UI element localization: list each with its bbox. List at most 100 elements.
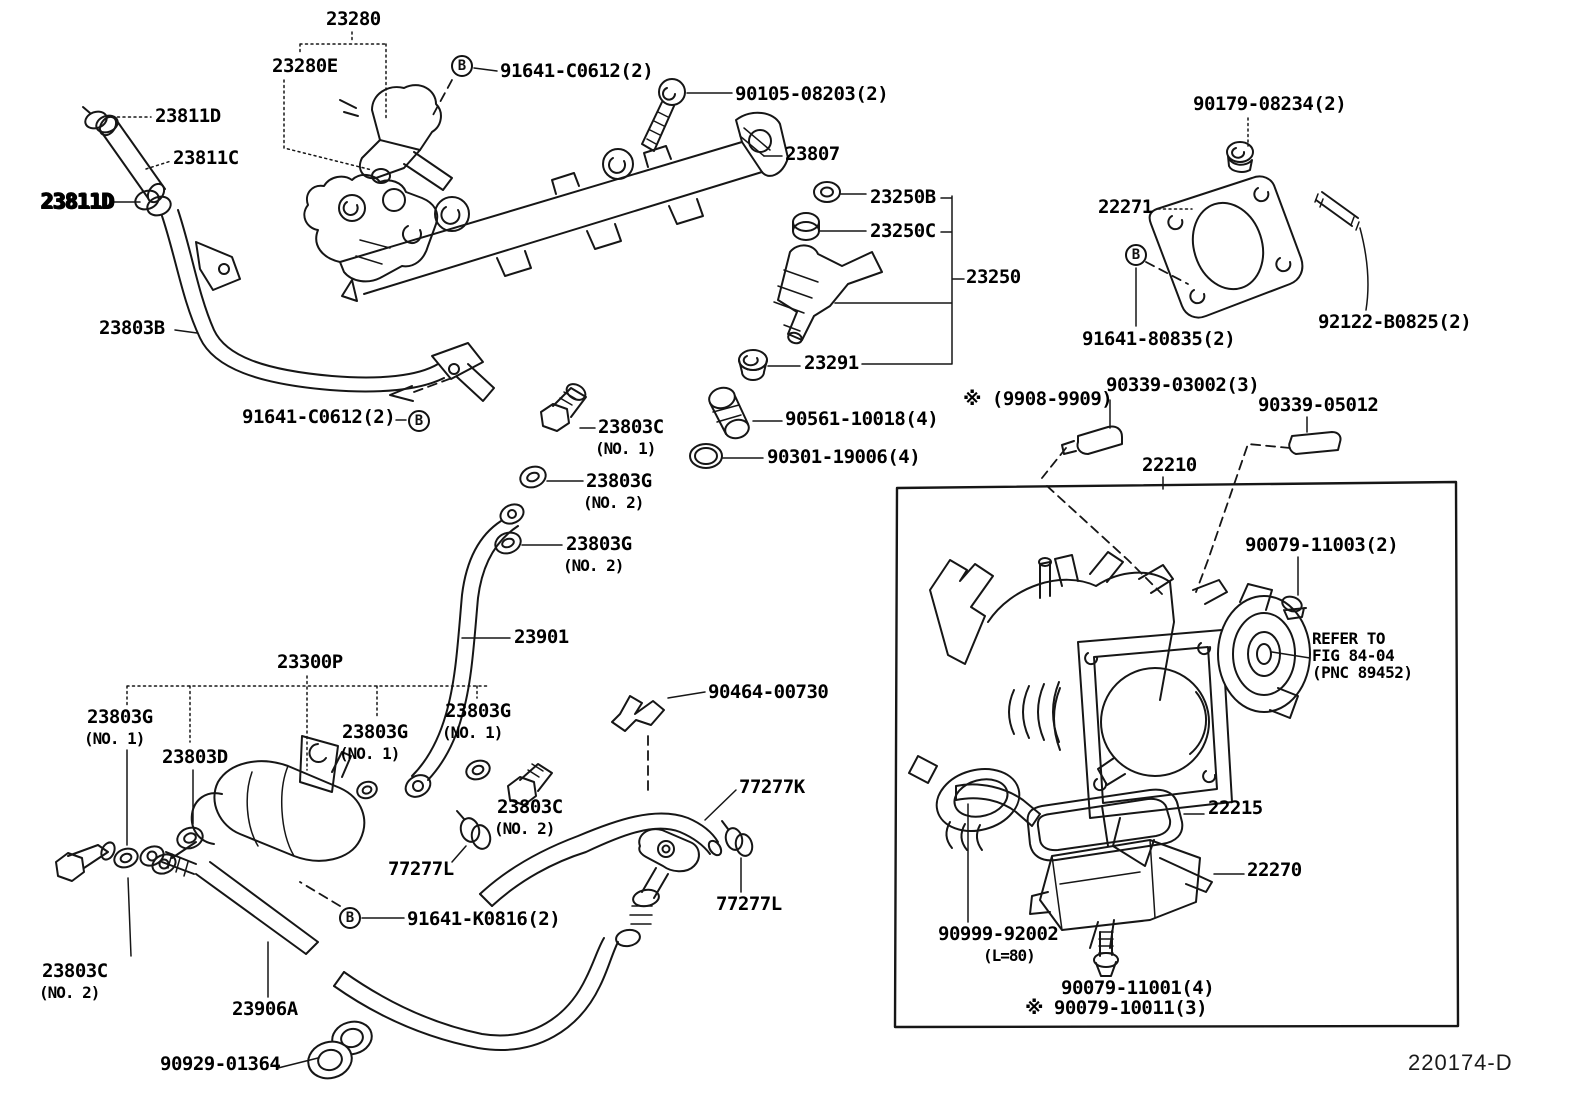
part-number: 90179-08234(2) xyxy=(1193,93,1347,115)
pipe-23803B-drawing xyxy=(161,209,495,402)
part-label-23811D[interactable]: 23811D xyxy=(155,107,221,126)
part-label-23807[interactable]: 23807 xyxy=(785,145,840,164)
part-number: 91641-80835(2) xyxy=(1082,328,1236,350)
part-number: 90561-10018(4) xyxy=(785,408,939,430)
refer-to-note-line: (PNC 89452) xyxy=(1312,663,1413,682)
part-number: 23803G xyxy=(586,470,652,492)
part-label-23803C[interactable]: 23803C(NO. 2) xyxy=(39,960,108,1002)
part-number: 92122-B0825(2) xyxy=(1318,311,1472,333)
part-label-90464-00730[interactable]: 90464-00730 xyxy=(708,683,829,702)
refer-to-note-line: FIG 84-04 xyxy=(1312,646,1395,665)
part-number: 23803B xyxy=(99,317,165,339)
part-number: 23803G xyxy=(87,706,153,728)
part-label-23906A[interactable]: 23906A xyxy=(232,1000,298,1019)
part-label-90999-92002[interactable]: 90999-92002(L=80) xyxy=(938,923,1059,964)
part-label-23280E[interactable]: 23280E xyxy=(272,57,338,76)
part-label-22270[interactable]: 22270 xyxy=(1247,861,1302,880)
part-label-23250C[interactable]: 23250C xyxy=(870,222,936,241)
part-number: 23803C xyxy=(497,796,563,818)
part-label-23901[interactable]: 23901 xyxy=(514,628,569,647)
refer-to-note-line: REFER TO xyxy=(1312,629,1386,648)
part-label-23291[interactable]: 23291 xyxy=(804,354,859,373)
part-number-qualifier: (NO. 2) xyxy=(583,493,644,512)
part-label-23803G[interactable]: 23803G(NO. 2) xyxy=(563,533,632,575)
part-number-qualifier: (NO. 2) xyxy=(494,819,555,838)
part-label-90079-11003-2[interactable]: 90079-11003(2) xyxy=(1245,536,1399,555)
part-label-90561-10018-4[interactable]: 90561-10018(4) xyxy=(785,408,939,430)
part-number: 77277L xyxy=(716,893,782,915)
part-number: 22271 xyxy=(1098,196,1153,218)
part-label-90929-01364[interactable]: 90929-01364 xyxy=(160,1055,281,1074)
part-label-23803C[interactable]: 23803C(NO. 1) xyxy=(595,418,664,457)
part-number-qualifier: (NO. 1) xyxy=(84,729,145,748)
part-label-23811C[interactable]: 23811C xyxy=(173,149,239,168)
part-label-90105-08203-2[interactable]: 90105-08203(2) xyxy=(735,83,889,105)
b1-leaders xyxy=(432,67,498,116)
part-number: 90301-19006(4) xyxy=(767,446,921,468)
part-number: 77277K xyxy=(739,776,805,798)
part-label-90079-10011-3[interactable]: ※ 90079-10011(3) xyxy=(1025,999,1208,1018)
part-number: 90105-08203(2) xyxy=(735,83,889,105)
part-label-22215[interactable]: 22215 xyxy=(1208,799,1263,818)
part-number: 22270 xyxy=(1247,859,1302,881)
part-label-90179-08234-2[interactable]: 90179-08234(2) xyxy=(1193,93,1347,115)
part-label-77277K[interactable]: 77277K xyxy=(739,778,805,797)
part-number: 23300P xyxy=(277,651,343,673)
part-number: 22215 xyxy=(1208,797,1263,819)
part-number-qualifier: (NO. 2) xyxy=(39,983,100,1002)
bracket-23300P-leaders xyxy=(126,675,491,846)
part-number: 91641-C0612(2) xyxy=(242,406,396,428)
part-label-23250B[interactable]: 23250B xyxy=(870,188,936,207)
part-label-23811D[interactable]: 23811D xyxy=(40,191,113,212)
tube-23906A-drawing xyxy=(55,841,405,1080)
part-number: 23280E xyxy=(272,55,338,77)
part-label-23803D[interactable]: 23803D xyxy=(162,748,228,767)
part-label-22210[interactable]: 22210 xyxy=(1142,456,1197,475)
part-number-qualifier: (NO. 2) xyxy=(563,556,624,575)
part-label-23280[interactable]: 23280 xyxy=(326,10,381,29)
part-label-23803G[interactable]: 23803G(NO. 1) xyxy=(442,700,511,741)
throttle-body-box xyxy=(893,476,1460,1029)
part-label-23803C[interactable]: 23803C(NO. 2) xyxy=(494,796,563,838)
part-label-90079-11001-4[interactable]: 90079-11001(4) xyxy=(1061,979,1215,998)
bolt-90105-drawing xyxy=(641,78,733,152)
part-label-23803B[interactable]: 23803B xyxy=(99,319,165,338)
part-label-77277L[interactable]: 77277L xyxy=(388,860,454,879)
part-number: 90999-92002 xyxy=(938,923,1059,945)
part-label-77277L[interactable]: 77277L xyxy=(716,895,782,914)
part-number: 22210 xyxy=(1142,454,1197,476)
part-label-91641-C0612-2[interactable]: 91641-C0612(2) xyxy=(500,62,654,81)
part-label-23803G[interactable]: 23803G(NO. 1) xyxy=(84,706,153,748)
part-label-9908-9909[interactable]: ※ (9908-9909) xyxy=(963,390,1113,409)
part-label-23250[interactable]: 23250 xyxy=(966,268,1021,287)
part-label-23803G[interactable]: 23803G(NO. 2) xyxy=(583,470,652,512)
part-label-23300P[interactable]: 23300P xyxy=(277,653,343,672)
part-label-90339-05012[interactable]: 90339-05012 xyxy=(1258,396,1379,415)
part-number: 23250 xyxy=(966,266,1021,288)
part-label-22271[interactable]: 22271 xyxy=(1098,198,1153,217)
part-label-90339-03002-3[interactable]: 90339-03002(3) xyxy=(1106,374,1260,396)
part-number: 23803G xyxy=(566,533,632,555)
return-hose-23901-drawing xyxy=(404,503,525,798)
clamp-hose-23811-drawing xyxy=(82,106,172,217)
part-label-23803G[interactable]: 23803G(NO. 1) xyxy=(339,721,408,762)
dashpot-gasket-drawing xyxy=(955,783,1245,977)
part-label-91641-80835-2[interactable]: 91641-80835(2) xyxy=(1082,328,1236,350)
circled-b-marker: B xyxy=(451,55,473,77)
part-number: 77277L xyxy=(388,858,454,880)
part-label-91641-C0612-2[interactable]: 91641-C0612(2) xyxy=(242,406,396,428)
part-label-92122-B0825-2[interactable]: 92122-B0825(2) xyxy=(1318,311,1472,333)
throttle-body-drawing xyxy=(908,399,1342,867)
part-label-90301-19006-4[interactable]: 90301-19006(4) xyxy=(767,446,921,468)
part-number: 90339-03002(3) xyxy=(1106,374,1260,396)
part-number: 91641-K0816(2) xyxy=(407,908,561,930)
part-number: 23803G xyxy=(445,700,511,722)
gasket-22271-drawing xyxy=(1135,117,1369,327)
part-number: 23803C xyxy=(42,960,108,982)
part-label-91641-K0816-2[interactable]: 91641-K0816(2) xyxy=(407,908,561,930)
part-number: 23807 xyxy=(785,143,840,165)
part-number: 23803G xyxy=(342,721,408,743)
